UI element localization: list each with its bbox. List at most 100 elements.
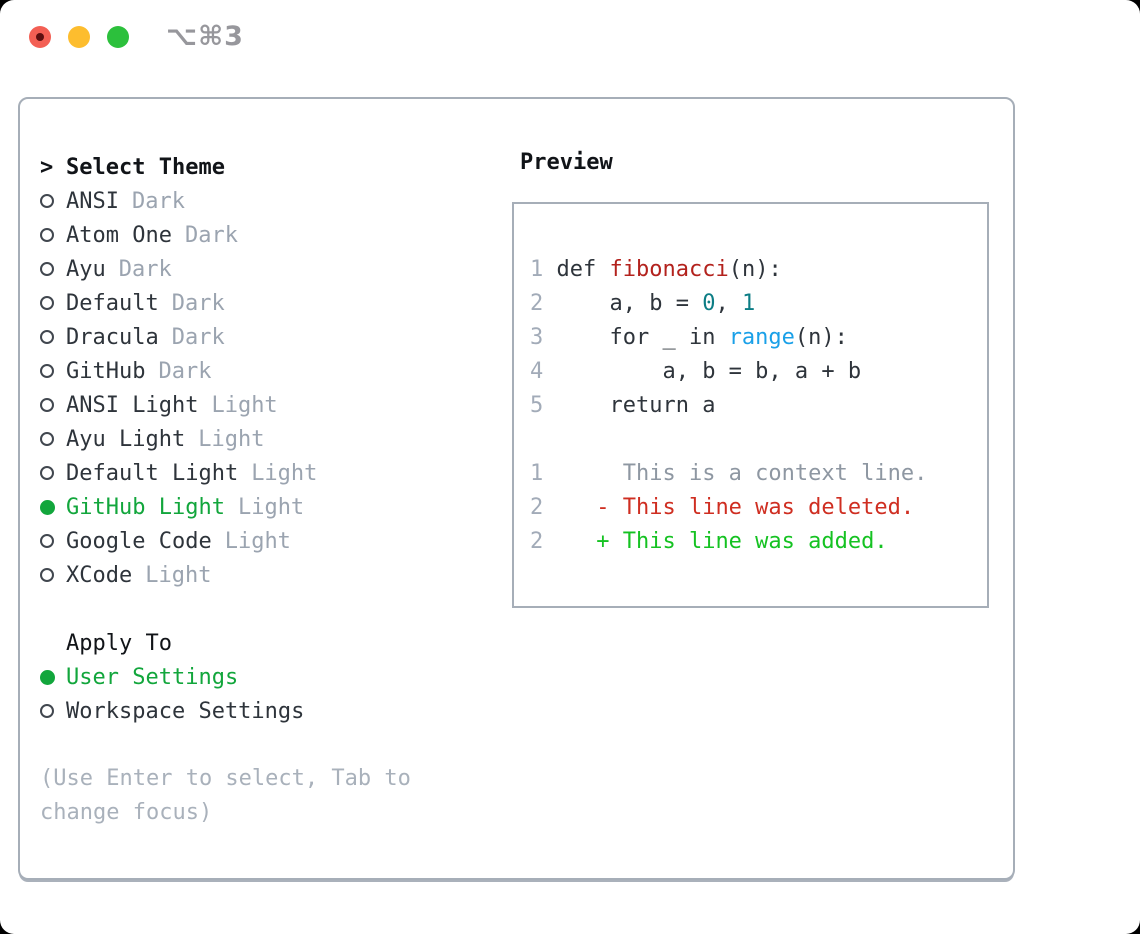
theme-variant: Light [224,528,291,554]
code-token: for _ in [556,325,729,350]
radio-icon[interactable] [40,228,54,242]
code-token: 0 [702,291,716,316]
radio-icon[interactable] [40,194,54,208]
apply-option-user-settings[interactable]: User Settings [40,660,480,694]
theme-variant: Light [237,494,305,520]
theme-name: Google Code [66,528,212,554]
code-token: 1 [741,291,756,316]
code-token: a, b = [556,291,703,316]
zoom-button-icon[interactable] [107,26,129,48]
theme-option-atom-one[interactable]: Atom One Dark [40,218,480,252]
theme-variant: Light [198,426,265,452]
select-theme-header: > Select Theme [40,150,480,184]
theme-variant: Light [211,392,278,418]
theme-variant: Light [251,460,318,486]
close-button-icon[interactable] [29,26,51,48]
theme-name: ANSI Light [66,392,199,418]
window-title: ⌥⌘3 [166,21,244,52]
titlebar: ⌥⌘3 [0,0,1140,74]
line-number: 1 [530,257,557,282]
preview-title: Preview [520,150,613,175]
code-token: return a [556,393,716,418]
code-line: 1 This is a context line. [530,457,927,491]
minimize-button-icon[interactable] [68,26,90,48]
apply-to-header: Apply To [40,626,480,660]
theme-option-default-light[interactable]: Default Light Light [40,456,480,490]
hint-line-1: (Use Enter to select, Tab to [40,766,411,791]
code-line: 2 + This line was added. [530,525,927,559]
theme-name: GitHub Light [66,494,225,520]
theme-variant: Dark [118,256,172,282]
theme-variant: Dark [158,358,212,384]
code-line [530,423,927,457]
hint-line-2: change focus) [40,800,213,825]
radio-icon[interactable] [40,568,54,582]
hint-block: (Use Enter to select, Tab to change focu… [40,762,480,830]
theme-option-ayu[interactable]: Ayu Dark [40,252,480,286]
code-line: 4 a, b = b, a + b [530,355,927,389]
line-number: 3 [530,325,557,350]
radio-icon[interactable] [40,262,54,276]
radio-icon[interactable] [40,296,54,310]
theme-variant: Dark [184,222,238,248]
code-token: - This line was deleted. [556,495,915,520]
code-token: def [556,257,610,282]
theme-option-dracula[interactable]: Dracula Dark [40,320,480,354]
radio-icon[interactable] [40,466,54,480]
cursor-marker: > [40,154,54,180]
radio-selected-icon[interactable] [40,669,55,685]
theme-name: Dracula [66,324,159,350]
line-number: 4 [530,359,557,384]
spacer [40,592,480,626]
line-number: 1 [530,461,557,486]
code-token: range [728,325,795,350]
code-token: This is a context line. [556,461,928,486]
line-number: 5 [530,393,557,418]
radio-icon[interactable] [40,364,54,378]
theme-option-github-light[interactable]: GitHub Light Light [40,490,480,524]
apply-to-title: Apply To [66,630,172,656]
code-line: 1 def fibonacci(n): [530,253,927,287]
theme-name: GitHub [66,358,146,384]
theme-name: Ayu [66,256,106,282]
line-number: 2 [530,291,557,316]
theme-option-google-code[interactable]: Google Code Light [40,524,480,558]
radio-icon[interactable] [40,432,54,446]
code-token: (n): [794,325,848,350]
code-line: 3 for _ in range(n): [530,321,927,355]
theme-name: ANSI [66,188,119,214]
theme-name: Default Light [66,460,239,486]
code-token: (n): [728,257,782,282]
code-token: , [715,291,742,316]
theme-variant: Dark [171,324,225,350]
theme-option-github[interactable]: GitHub Dark [40,354,480,388]
apply-option-workspace-settings[interactable]: Workspace Settings [40,694,480,728]
theme-option-ayu-light[interactable]: Ayu Light Light [40,422,480,456]
code-line: 2 a, b = 0, 1 [530,287,927,321]
radio-selected-icon[interactable] [40,499,55,515]
theme-name: Ayu Light [66,426,186,452]
theme-option-ansi-light[interactable]: ANSI Light Light [40,388,480,422]
code-token: fibonacci [609,257,729,282]
select-theme-title: Select Theme [66,154,225,180]
line-number: 2 [530,495,557,520]
radio-icon[interactable] [40,704,54,718]
theme-name: Atom One [66,222,172,248]
code-token: a, b = b, a + b [556,359,862,384]
radio-icon[interactable] [40,398,54,412]
code-line: 5 return a [530,389,927,423]
radio-icon[interactable] [40,330,54,344]
radio-icon[interactable] [40,534,54,548]
theme-variant: Dark [171,290,225,316]
apply-option-label: User Settings [66,664,239,690]
theme-variant: Light [145,562,212,588]
